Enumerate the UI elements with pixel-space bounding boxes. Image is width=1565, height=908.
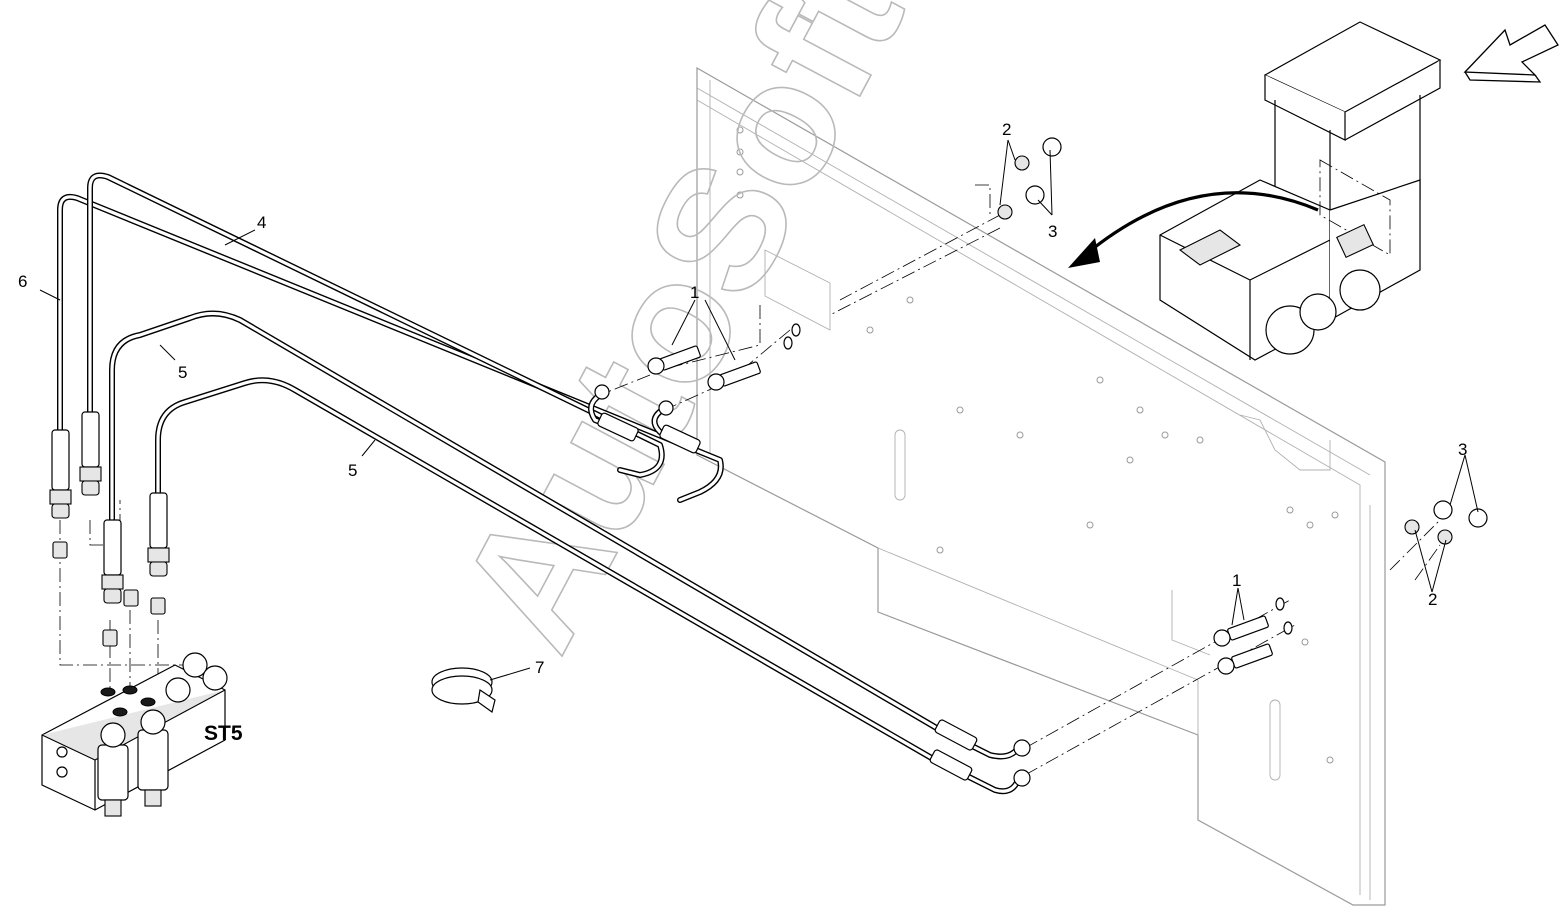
hose-fittings-lower [929,719,1031,795]
hose-fittings-left [49,411,170,647]
callout-3-lower: 3 [1458,440,1467,459]
view-direction-curved-arrow [1068,191,1319,268]
assembly-label-st5: ST5 [204,722,243,745]
view-arrow [1463,24,1559,83]
callout-6: 6 [18,272,27,291]
callout-5-upper: 5 [178,363,187,382]
callout-3-upper: 3 [1048,222,1057,241]
hose-4 [87,172,665,478]
callout-4: 4 [257,213,266,232]
hose-5-upper [109,310,943,733]
callout-2-lower: 2 [1428,590,1437,609]
hose-5-lower [155,377,938,763]
hose-fittings-upper [588,384,701,454]
bulkhead-fittings-lower [1213,597,1293,675]
nuts-washers-upper [997,137,1062,220]
chassis-panel [696,66,1386,906]
callout-2-upper: 2 [1002,120,1011,139]
paver-machine-illustration [1159,21,1442,361]
callout-7: 7 [535,658,544,677]
bulkhead-fittings-upper [647,323,801,391]
callout-1-lower: 1 [1232,571,1241,590]
hose-6 [57,193,724,503]
callout-5-lower: 5 [348,461,357,480]
callout-1-upper: 1 [690,283,699,302]
nuts-washers-lower [1404,500,1488,545]
leader-lines [39,139,1479,681]
valve-block-st5 [41,652,228,817]
hose-clamp [431,667,496,714]
